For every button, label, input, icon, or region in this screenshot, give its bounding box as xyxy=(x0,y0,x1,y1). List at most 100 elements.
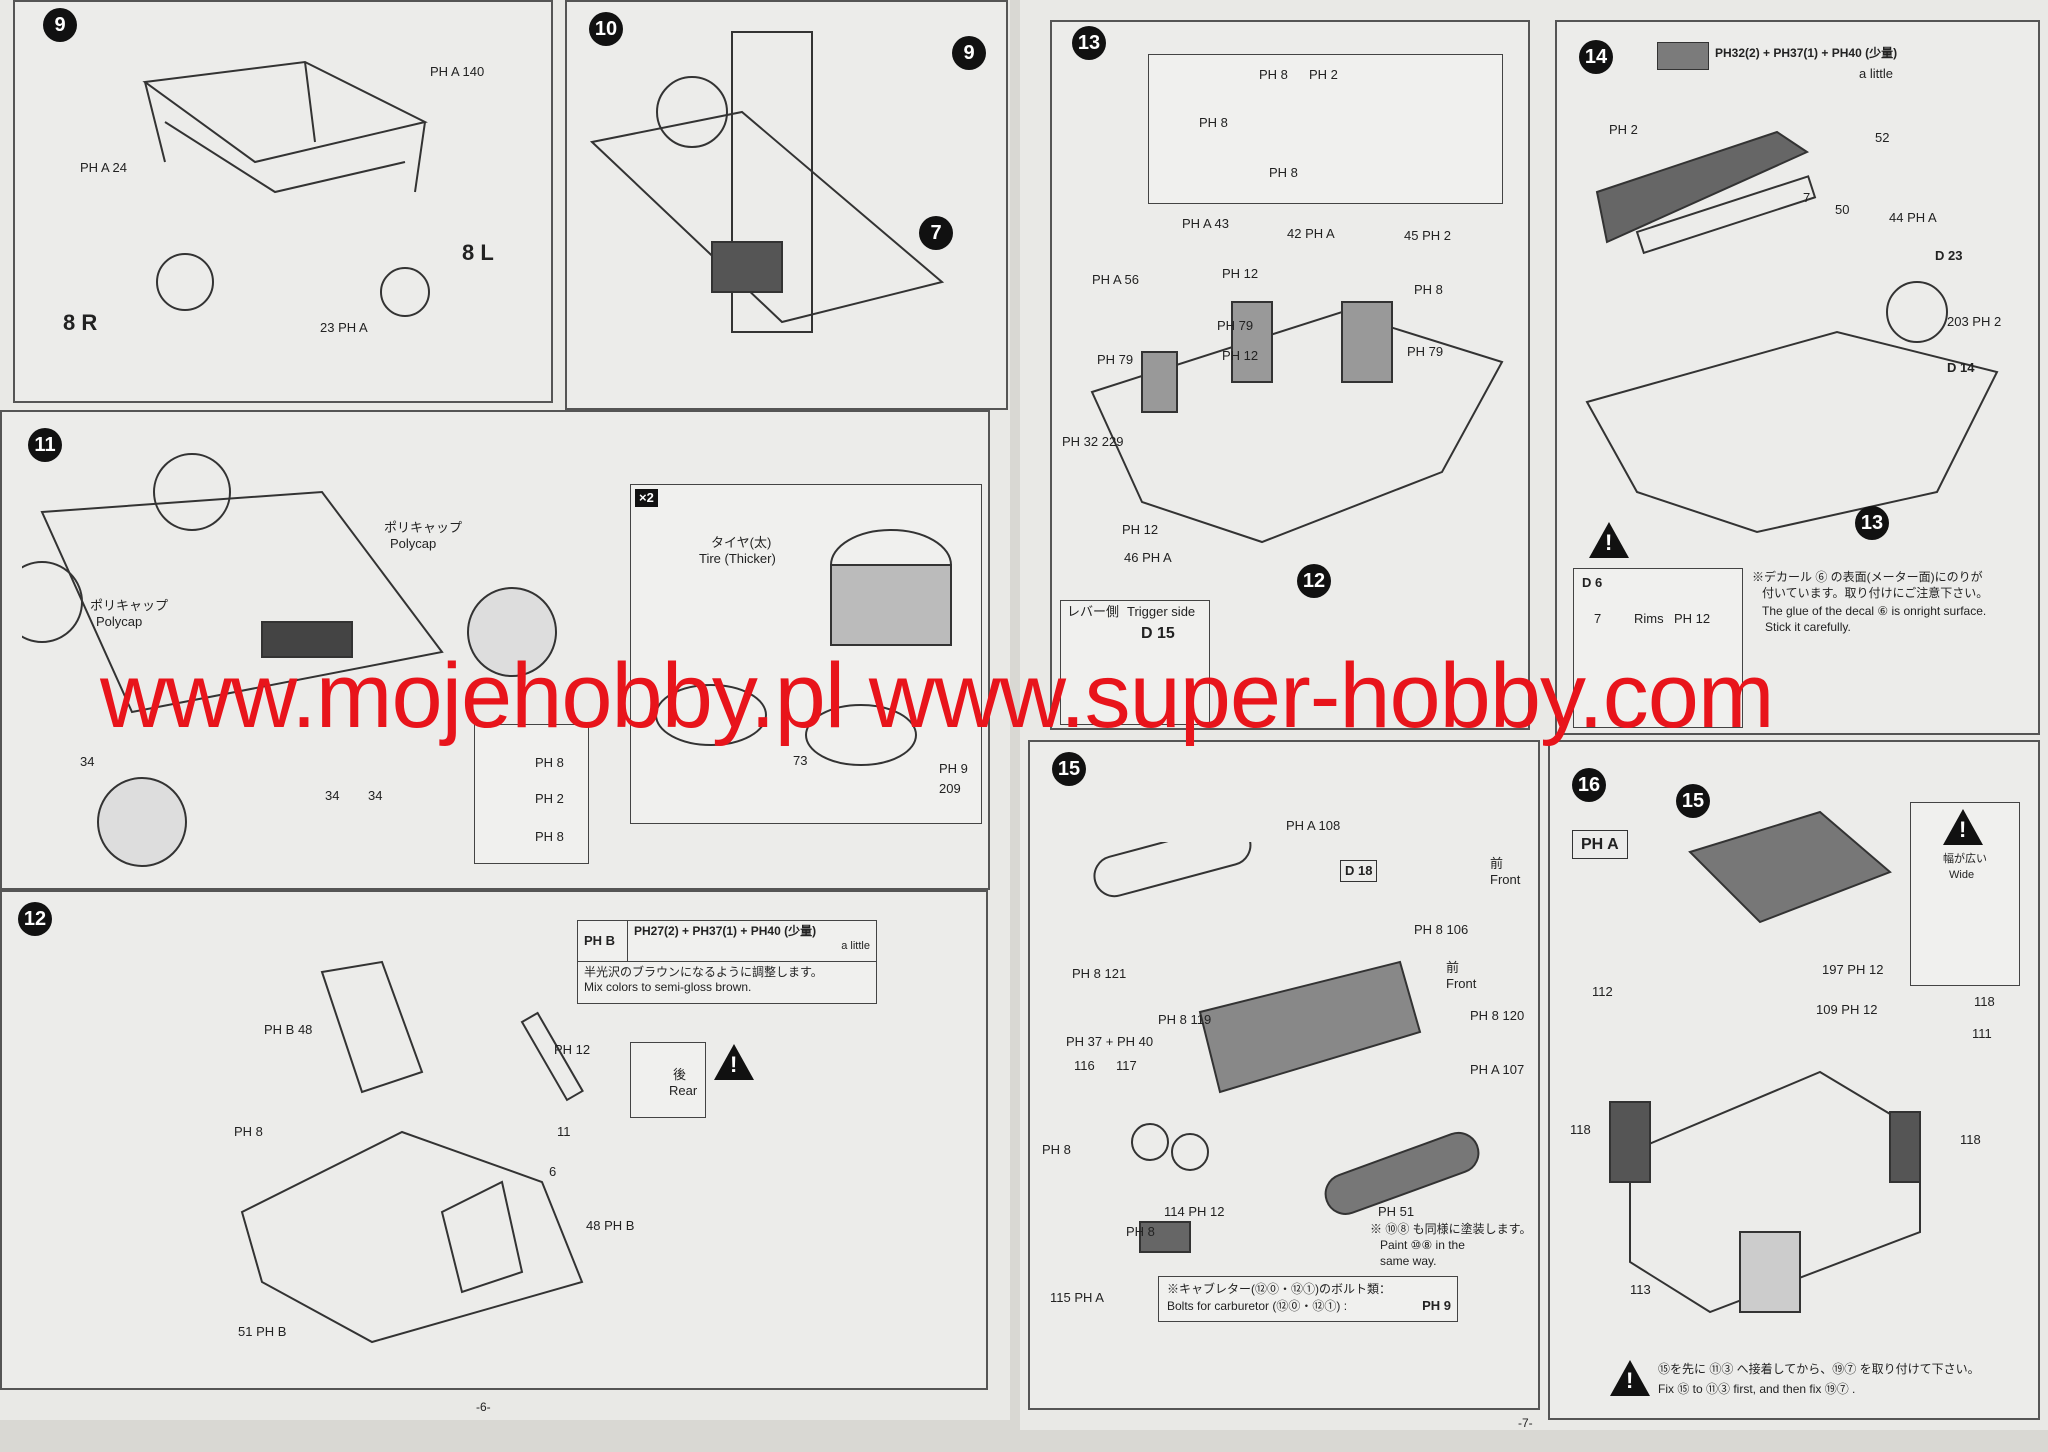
callout-label: 118 xyxy=(1960,1132,1981,1147)
polycap-label-en: Polycap xyxy=(96,614,143,629)
callout-label: PH 12 xyxy=(1222,348,1259,363)
callout-label: PH 8 xyxy=(1259,67,1288,82)
note-en: Fix ⑮ to ⑪③ first, and then fix ⑲⑦ . xyxy=(1658,1382,1856,1396)
rims-label: Rims xyxy=(1634,611,1664,626)
tire-detail-box: ×2 タイヤ(太) Tire (Thicker) 73 PH 9 209 xyxy=(630,484,982,824)
callout-label: 118 xyxy=(1974,994,1995,1009)
trigger-label-jp: レバー側 xyxy=(1067,604,1120,619)
paint-code: PH B xyxy=(578,921,628,961)
callout-label: PH 8 106 xyxy=(1414,922,1469,937)
callout-label: 51 PH B xyxy=(238,1324,287,1339)
shock-detail-box: PH 8 PH 2 PH 8 xyxy=(474,724,589,864)
callout-label: 197 PH 12 xyxy=(1822,962,1884,977)
rear-label-en: Rear xyxy=(669,1083,698,1098)
decal-note-en-2: Stick it carefully. xyxy=(1765,620,1851,634)
callout-label: 52 xyxy=(1875,130,1890,145)
callout-label: D 6 xyxy=(1582,575,1603,590)
callout-label: 50 xyxy=(1835,202,1850,217)
callout-label: PH 8 xyxy=(535,829,564,844)
paint-note-jp: ※ ⑩⑧ も同様に塗装します。 xyxy=(1370,1222,1532,1236)
callout-label: 117 xyxy=(1116,1058,1137,1073)
callout-label: PH 32 229 xyxy=(1062,434,1124,449)
callout-label: 48 PH B xyxy=(586,1218,635,1233)
step-15-panel: 15 PH A 108 D 18 前 Front PH 8 121 PH 8 1… xyxy=(1028,740,1540,1410)
callout-label: PH 8 121 xyxy=(1072,966,1127,981)
decal-ref: D 18 xyxy=(1340,860,1378,882)
polycap-label-en: Polycap xyxy=(390,536,437,551)
bolts-note-jp: ※キャブレター(⑫⓪・⑫①)のボルト類： xyxy=(1167,1282,1391,1296)
callout-label: PH 8 xyxy=(1269,165,1298,180)
callout-label: 46 PH A xyxy=(1124,550,1172,565)
paint-mix: PH27(2) + PH37(1) + PH40 (少量) xyxy=(634,924,817,938)
decal-note-en-1: The glue of the decal ⑥ is onright surfa… xyxy=(1762,604,1987,618)
paint-mix: PH32(2) + PH37(1) + PH40 (少量) xyxy=(1715,46,1898,60)
step-number: 13 xyxy=(1072,26,1106,60)
callout-label: PH 2 xyxy=(1609,122,1638,137)
warning-icon xyxy=(1589,522,1629,558)
dashboard-detail-box: PH 8 PH 2 PH 8 PH 8 xyxy=(1148,54,1503,204)
paint-note-en-2: same way. xyxy=(1380,1254,1437,1268)
chassis-frame-illustration xyxy=(105,42,445,362)
step-12-panel: 12 PH B PH27(2) + PH37(1) + PH40 (少量) a … xyxy=(0,890,988,1390)
paint-mix-box: PH B PH27(2) + PH37(1) + PH40 (少量) a lit… xyxy=(577,920,877,1004)
callout-label: PH 51 xyxy=(1378,1204,1415,1219)
callout-label: PH 79 xyxy=(1407,344,1444,359)
callout-label: 44 PH A xyxy=(1889,210,1937,225)
callout-label: PH 8 xyxy=(234,1124,263,1139)
callout-step-ref: 13 xyxy=(1855,506,1889,540)
bolts-paint: PH 9 xyxy=(1422,1298,1451,1313)
a-little-label: a little xyxy=(1859,66,1893,81)
callout-label: 11 xyxy=(557,1124,571,1139)
callout-label: 209 xyxy=(939,781,961,796)
callout-step-ref: 12 xyxy=(1297,564,1331,598)
rear-indicator-box: 後 Rear xyxy=(630,1042,706,1118)
callout-step-ref: 15 xyxy=(1676,784,1710,818)
callout-label: PH A 140 xyxy=(430,64,485,79)
paint-swatch xyxy=(1657,42,1709,70)
paint-code: PH A xyxy=(1572,830,1628,860)
wide-detail-box: 幅が広い Wide xyxy=(1910,802,2020,986)
step-number: 11 xyxy=(28,428,62,462)
callout-label: PH 37 + PH 40 xyxy=(1066,1034,1154,1049)
callout-label: PH 8 119 xyxy=(1158,1012,1212,1027)
callout-label: PH 8 xyxy=(1042,1142,1071,1157)
callout-label: PH 8 xyxy=(1199,115,1228,130)
callout-label: PH 12 xyxy=(1222,266,1259,281)
polycap-label-jp: ポリキャップ xyxy=(384,520,463,535)
trigger-label-en: Trigger side xyxy=(1127,604,1196,619)
note-jp: ⑮を先に ⑪③ へ接着してから、⑲⑦ を取り付けて下さい。 xyxy=(1658,1362,1980,1376)
front-label-jp: 前 xyxy=(1446,960,1460,975)
callout-label: D 23 xyxy=(1935,248,1963,263)
callout-label: PH B 48 xyxy=(264,1022,313,1037)
callout-label: PH 8 120 xyxy=(1470,1008,1525,1023)
callout-label: 8 R xyxy=(63,310,98,335)
chassis-with-wheels-illustration xyxy=(1,452,582,872)
callout-label: PH 8 xyxy=(1414,282,1443,297)
carburetor-bolts-box: ※キャブレター(⑫⓪・⑫①)のボルト類： Bolts for carbureto… xyxy=(1158,1276,1458,1322)
step-number: 9 xyxy=(43,8,77,42)
interior-assembly-illustration xyxy=(1082,242,1512,602)
callout-label: PH 12 xyxy=(1674,611,1711,626)
warning-icon xyxy=(1943,809,1983,845)
callout-label: PH A 108 xyxy=(1286,818,1341,833)
callout-label: 73 xyxy=(793,753,808,768)
page-number-left: -6- xyxy=(476,1400,491,1414)
callout-label: 8 L xyxy=(462,240,494,265)
callout-label: 109 PH 12 xyxy=(1816,1002,1878,1017)
warning-icon xyxy=(1610,1360,1650,1396)
callout-label: 45 PH 2 xyxy=(1404,228,1451,243)
callout-label: PH 79 xyxy=(1097,352,1134,367)
chassis-suspension-illustration xyxy=(582,22,982,392)
callout-label: 116 xyxy=(1074,1058,1095,1073)
callout-label: PH A 107 xyxy=(1470,1062,1525,1077)
callout-label: 115 PH A xyxy=(1050,1290,1104,1305)
callout-label: PH A 56 xyxy=(1092,272,1139,287)
front-label-en: Front xyxy=(1490,872,1521,887)
callout-label: 34 xyxy=(80,754,95,769)
tire-rim-illustration xyxy=(651,505,961,805)
wide-label-jp: 幅が広い xyxy=(1943,853,1987,865)
callout-label: PH 2 xyxy=(1309,67,1338,82)
step-number: 15 xyxy=(1052,752,1086,786)
callout-label: 118 xyxy=(1570,1122,1591,1137)
decal-detail-box: D 6 7 Rims PH 12 xyxy=(1573,568,1743,728)
